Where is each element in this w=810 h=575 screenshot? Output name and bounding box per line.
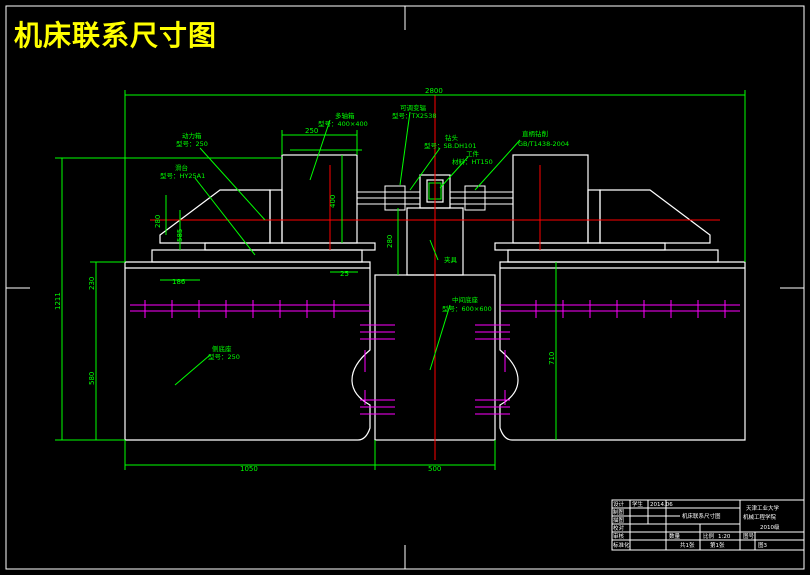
label-spindle-box-model: 型号：400×400 (318, 119, 368, 128)
tb-row-6: 标准化 (613, 541, 630, 549)
dim-overall-height: 1211 (54, 292, 62, 310)
right-sliding-table (494, 189, 719, 263)
tb-school-2: 机械工程学院 (743, 513, 777, 521)
tb-sheet-label: 图号 (743, 532, 755, 540)
label-power-box-model: 型号：250 (176, 139, 208, 148)
tb-row-2: 制图 (613, 508, 625, 516)
dim-right-height: 710 (548, 352, 556, 365)
dim-total-width: 2800 (425, 87, 443, 95)
tb-school-1: 天津工业大学 (746, 504, 780, 512)
label-spindle-box: 多轴箱 (335, 111, 355, 120)
label-texts: 多轴箱 型号：400×400 可调变辐 型号：TX2538 动力箱 型号：250… (160, 103, 569, 361)
right-power-box (587, 189, 601, 244)
left-tool-assembly (357, 185, 420, 211)
tb-row-3: 描图 (613, 516, 625, 524)
label-workpiece: 工件 (466, 149, 480, 158)
tb-row-1: 设计 (613, 500, 625, 508)
dim-small-25: 25 (340, 270, 349, 278)
tb-weight: 共1张 (680, 541, 695, 549)
label-tool-head: 钻头 (445, 133, 459, 142)
tb-class-code: 2010级 (760, 523, 780, 531)
tb-designer: 学生 (632, 500, 644, 508)
tb-scale-value: 1:20 (718, 534, 731, 540)
right-tool-assembly (450, 185, 513, 211)
tb-drawing-name: 机床联系尺寸图 (682, 512, 721, 520)
label-sliding-table-model: 型号：HY25A1 (160, 171, 205, 180)
label-center-base: 中间底座 (452, 295, 479, 304)
label-workpiece-material: 材料：HT150 (452, 157, 493, 166)
dim-power-head-height: 400 (329, 195, 337, 208)
label-sliding-table: 滑台 (175, 163, 188, 172)
dim-bottom-left: 1050 (240, 465, 258, 473)
right-side-base (499, 261, 746, 441)
dim-power-head-width: 250 (305, 127, 318, 135)
right-bolt-row (500, 300, 740, 318)
left-bolt-row (130, 300, 370, 318)
dim-side-base-bottom: 580 (88, 372, 96, 385)
drawing-title: 机床联系尺寸图 (14, 19, 218, 52)
right-spindle-box (512, 154, 589, 244)
tb-page: 第1张 (710, 541, 725, 549)
dim-sliding-table: 280 (154, 215, 162, 228)
tb-material: 数量 (669, 532, 681, 540)
dim-small-186: 186 (172, 278, 186, 286)
dim-fixture-height: 280 (386, 235, 394, 248)
label-power-box: 动力箱 (182, 131, 202, 140)
label-side-base-model: 型号：250 (208, 352, 240, 361)
label-drill-bush: 直柄钻削 (522, 129, 548, 138)
label-tool-head-model: 型号：SB.DH101 (424, 141, 476, 150)
left-side-base (124, 261, 371, 441)
tb-scale-label: 比例 (703, 532, 715, 540)
dim-small-185: 585 (176, 229, 184, 242)
label-side-base: 侧底座 (212, 344, 232, 353)
label-guide-shaft-model: 型号：TX2538 (392, 111, 436, 120)
label-fixture: 夹具 (444, 255, 458, 264)
dimension-lines (55, 90, 746, 470)
title-block-texts: 设计 制图 描图 校对 审核 标准化 学生 2014.06 机床联系尺寸图 天津… (613, 500, 780, 549)
left-power-box (269, 189, 283, 244)
dim-bottom-center: 500 (428, 465, 441, 473)
left-spindle-box (281, 154, 358, 244)
label-guide-shaft: 可调变辐 (400, 103, 427, 112)
title-block (611, 499, 805, 551)
tb-row-4: 校对 (613, 524, 625, 532)
tb-row-5: 审核 (613, 532, 625, 540)
leader-lines (174, 111, 521, 386)
label-center-base-model: 型号：600×600 (442, 304, 492, 313)
tb-date: 2014.06 (650, 502, 673, 508)
center-bolts (360, 324, 510, 415)
outer-frame (5, 5, 805, 570)
dimension-texts: 2800 250 400 280 585 186 25 280 230 580 … (54, 87, 556, 473)
tb-sheet-value: 图3 (758, 541, 768, 549)
dim-side-base-top: 230 (88, 277, 96, 290)
label-drill-bush-model: GB/T1438-2004 (518, 140, 569, 148)
